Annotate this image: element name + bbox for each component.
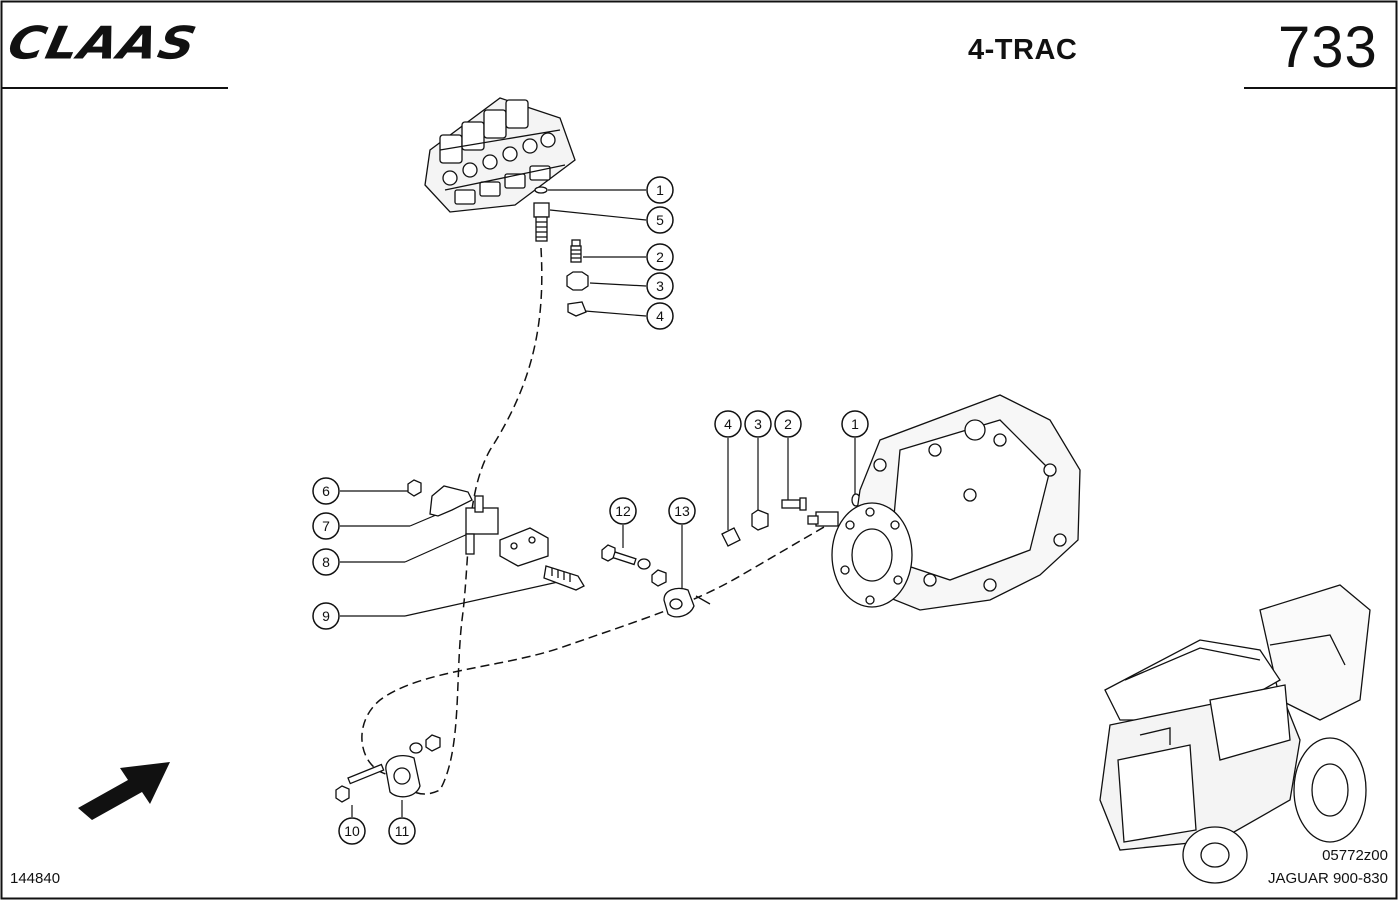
lower-clamp [335, 734, 441, 803]
callout-label: 2 [784, 416, 792, 432]
callout-circle [646, 206, 674, 234]
top-fittings [533, 186, 589, 317]
callout-circle [646, 176, 674, 204]
callout-circle [646, 243, 674, 271]
callout-markers [312, 176, 869, 845]
callout-circle [609, 497, 637, 525]
brand-name: CLAAS [3, 17, 202, 70]
callout-circle [312, 548, 340, 576]
bracket-assembly [407, 479, 585, 591]
callout-circle [312, 602, 340, 630]
callout-circle [312, 477, 340, 505]
arrow-icon [78, 762, 170, 820]
page-title: 4-TRAC [968, 34, 1078, 66]
callout-label: 7 [322, 518, 330, 534]
callout-circle [668, 497, 696, 525]
valve-block [424, 97, 576, 213]
callout-label: 8 [322, 554, 330, 570]
callout-label: 11 [395, 823, 410, 839]
callout-circle [338, 817, 366, 845]
callout-label: 2 [656, 249, 664, 265]
brand-logo: CLAAS [3, 17, 236, 72]
callout-circle [646, 272, 674, 300]
callout-circle [714, 410, 742, 438]
clamp-assembly [601, 544, 711, 618]
model-name: JAGUAR 900-830 [1267, 870, 1388, 887]
callout-label: 13 [674, 503, 690, 519]
image-code: 05772z00 [1322, 847, 1388, 864]
callout-labels: 1 5 2 3 4 4 3 2 1 6 7 8 9 12 13 10 11 [322, 182, 859, 839]
callout-circle [744, 410, 772, 438]
callout-circle [774, 410, 802, 438]
hose-routes [361, 247, 837, 795]
callout-label: 10 [344, 823, 360, 839]
callout-label: 3 [754, 416, 762, 432]
callout-circle [646, 302, 674, 330]
callout-label: 5 [656, 212, 664, 228]
page-number: 733 [1278, 15, 1378, 80]
callout-label: 9 [322, 608, 330, 624]
callout-circle [312, 512, 340, 540]
callout-label: 1 [851, 416, 859, 432]
gearbox [831, 394, 1081, 611]
leader-lines [340, 189, 856, 817]
callout-circle [841, 410, 869, 438]
callout-label: 1 [656, 182, 664, 198]
forage-harvester-icon [1099, 584, 1371, 884]
callout-label: 4 [656, 308, 664, 324]
callout-label: 3 [656, 278, 664, 294]
document-id: 144840 [10, 870, 61, 887]
callout-label: 6 [322, 483, 330, 499]
callout-label: 4 [724, 416, 732, 432]
callout-circle [388, 817, 416, 845]
callout-label: 12 [615, 503, 631, 519]
